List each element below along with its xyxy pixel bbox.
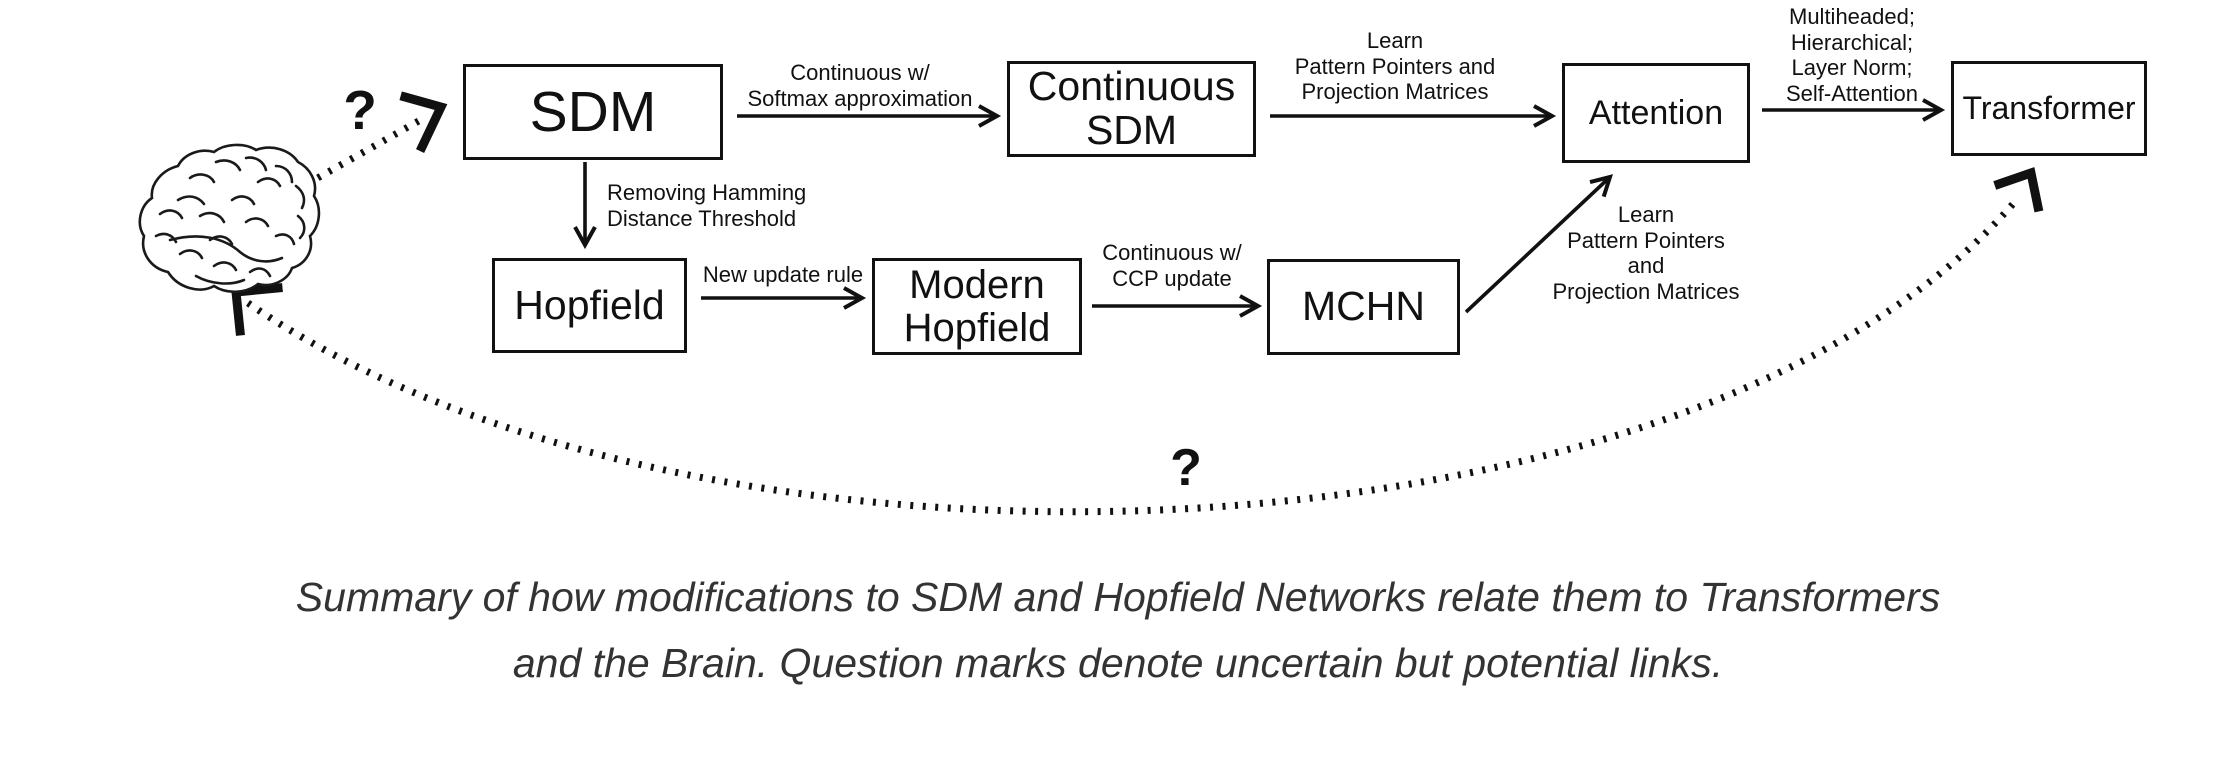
arrowhead-curve-to-brain bbox=[231, 283, 283, 336]
arrowhead-curve-to-transformer bbox=[1993, 167, 2044, 213]
figure-caption: Summary of how modifications to SDM and … bbox=[295, 574, 1941, 687]
edge-label-sdm-to-hopfield: Removing Hamming Distance Threshold bbox=[607, 180, 807, 231]
node-continuous-sdm: Continuous SDM bbox=[1007, 61, 1256, 157]
node-sdm: SDM bbox=[463, 64, 723, 160]
node-hopfield: Hopfield bbox=[492, 258, 687, 353]
edge-label-attention-to-transformer: Multiheaded; Hierarchical; Layer Norm; S… bbox=[1785, 4, 1919, 107]
arrowhead-brain-to-sdm bbox=[399, 91, 448, 153]
node-mchn: MCHN bbox=[1267, 259, 1460, 355]
node-transformer: Transformer bbox=[1951, 61, 2147, 156]
node-modern-hopfield: Modern Hopfield bbox=[872, 258, 1082, 355]
arrow-mchn-to-attention bbox=[1464, 174, 1614, 314]
edge-label-mchn-to-attention: Learn Pattern Pointers and Projection Ma… bbox=[1552, 202, 1740, 305]
edge-label-hopfield-to-modern-hopfield: New update rule bbox=[702, 262, 864, 287]
brain-icon bbox=[138, 143, 321, 294]
node-attention: Attention bbox=[1562, 63, 1750, 163]
question-mark-brain-to-sdm: ? bbox=[343, 79, 377, 141]
edge-label-continuous-sdm-to-attention: Learn Pattern Pointers and Projection Ma… bbox=[1294, 28, 1496, 105]
edge-label-sdm-to-continuous-sdm: Continuous w/ Softmax approximation bbox=[747, 60, 973, 111]
edge-label-modern-hopfield-to-mchn: Continuous w/ CCP update bbox=[1102, 240, 1242, 291]
question-mark-transformer-to-brain: ? bbox=[1170, 439, 1202, 497]
